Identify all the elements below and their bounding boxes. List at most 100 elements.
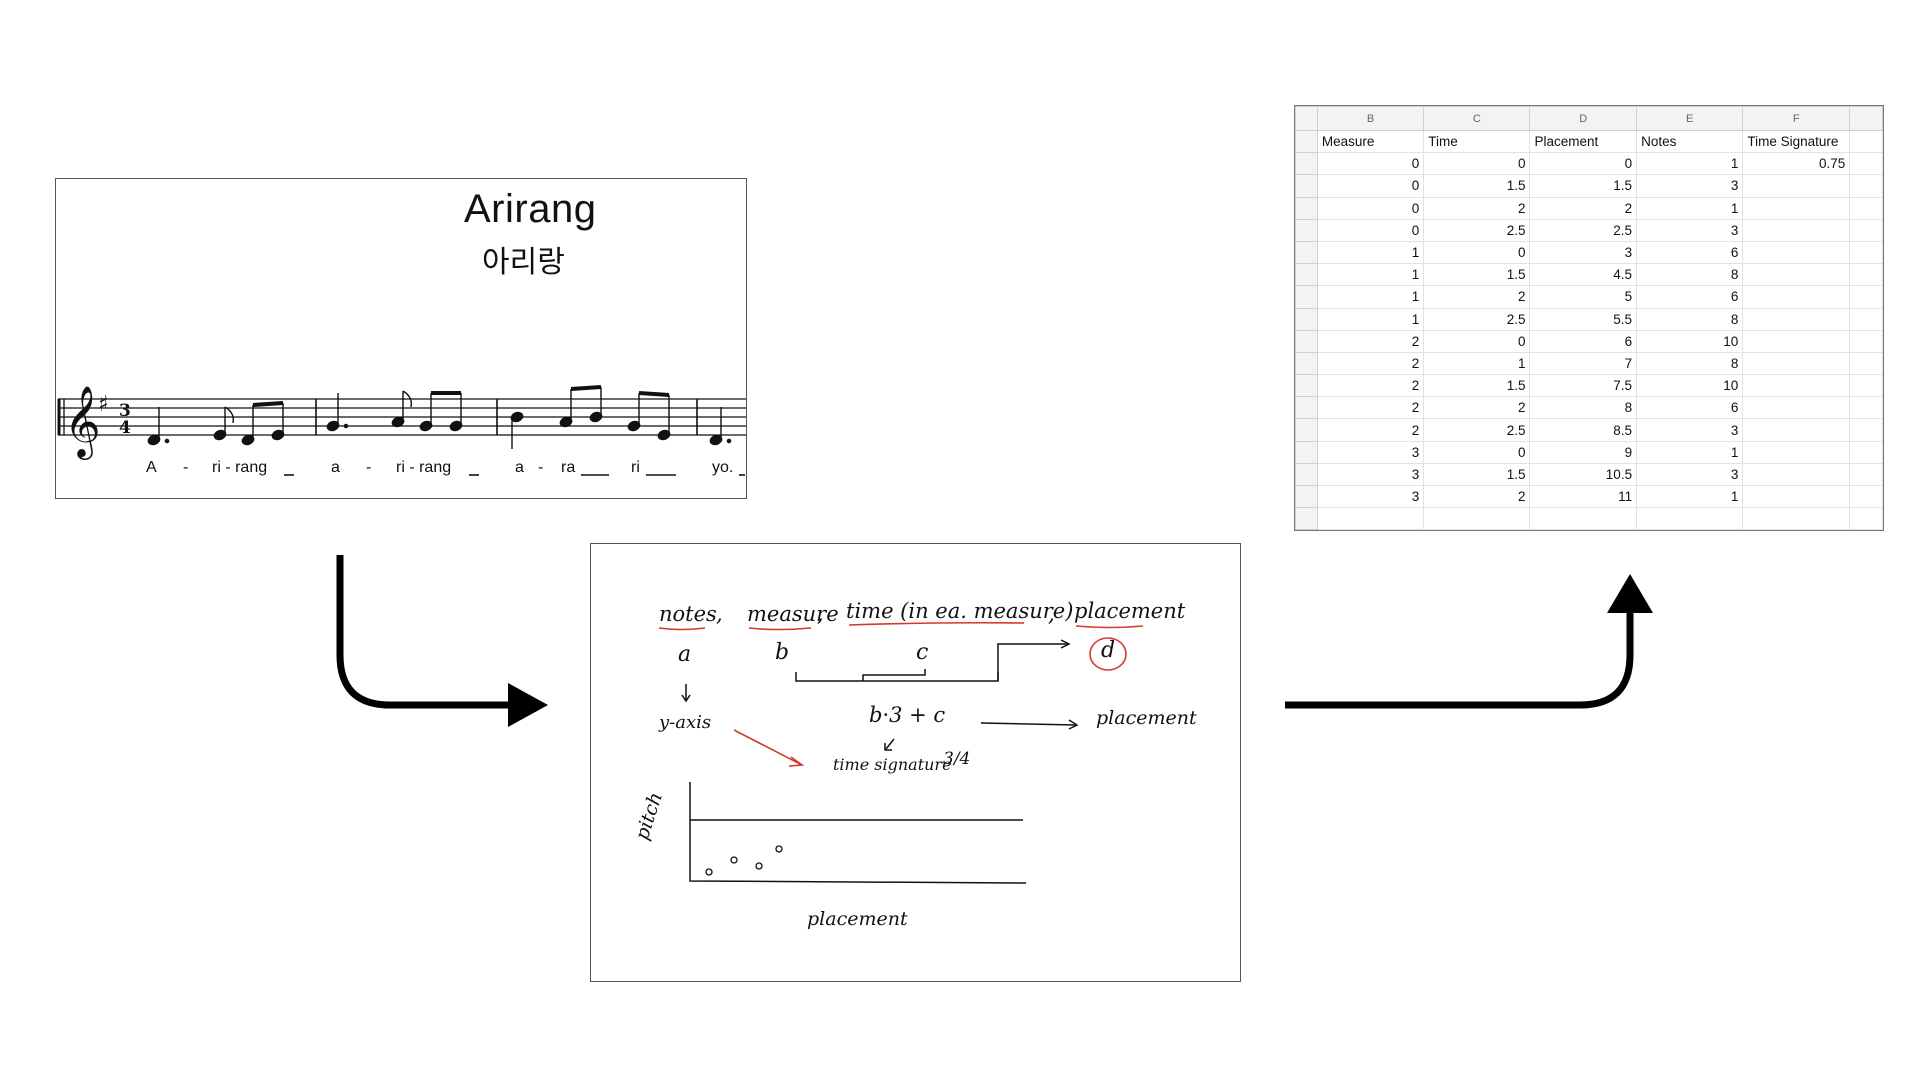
empty-cell[interactable]	[1849, 440, 1883, 464]
table-cell[interactable]	[1742, 374, 1851, 398]
table-cell[interactable]: 8	[1636, 307, 1744, 331]
column-letter-empty[interactable]	[1849, 106, 1883, 131]
row-number[interactable]	[1295, 462, 1318, 487]
row-number[interactable]	[1295, 351, 1318, 376]
empty-cell[interactable]	[1423, 507, 1531, 530]
table-cell[interactable]: 1	[1423, 351, 1531, 376]
empty-cell[interactable]	[1849, 263, 1883, 287]
row-number[interactable]	[1295, 484, 1318, 509]
column-letter[interactable]: E	[1636, 106, 1744, 131]
table-cell[interactable]: 3	[1316, 484, 1425, 509]
header-cell[interactable]: Time Signature	[1742, 129, 1851, 154]
table-cell[interactable]: 1	[1636, 196, 1744, 220]
table-cell[interactable]: 6	[1636, 285, 1744, 309]
table-cell[interactable]: 2.5	[1423, 418, 1531, 442]
column-letter[interactable]: C	[1423, 106, 1531, 131]
table-cell[interactable]: 3	[1636, 174, 1744, 198]
table-cell[interactable]	[1742, 351, 1851, 376]
empty-cell[interactable]	[1849, 351, 1883, 376]
column-letter[interactable]: B	[1316, 106, 1425, 131]
table-cell[interactable]: 0	[1316, 218, 1425, 242]
table-cell[interactable]: 2.5	[1529, 218, 1638, 242]
table-cell[interactable]	[1742, 174, 1851, 198]
table-cell[interactable]: 8	[1529, 396, 1638, 420]
table-cell[interactable]: 0	[1316, 196, 1425, 220]
table-cell[interactable]: 5.5	[1529, 307, 1638, 331]
table-cell[interactable]: 2	[1423, 196, 1531, 220]
table-cell[interactable]: 0	[1529, 152, 1638, 176]
row-number[interactable]	[1295, 285, 1318, 309]
table-cell[interactable]: 6	[1529, 329, 1638, 353]
header-cell[interactable]: Placement	[1529, 129, 1638, 154]
table-cell[interactable]: 1	[1636, 152, 1744, 176]
table-cell[interactable]: 1	[1636, 440, 1744, 464]
table-cell[interactable]: 0	[1423, 329, 1531, 353]
empty-cell[interactable]	[1849, 218, 1883, 242]
table-cell[interactable]	[1742, 462, 1851, 487]
table-cell[interactable]: 11	[1529, 484, 1638, 509]
empty-cell[interactable]	[1849, 374, 1883, 398]
empty-cell[interactable]	[1636, 507, 1744, 530]
table-cell[interactable]: 1	[1316, 263, 1425, 287]
table-cell[interactable]: 0	[1423, 240, 1531, 265]
empty-cell[interactable]	[1849, 507, 1883, 530]
empty-cell[interactable]	[1849, 152, 1883, 176]
empty-cell[interactable]	[1849, 484, 1883, 509]
empty-cell[interactable]	[1849, 418, 1883, 442]
row-number[interactable]	[1295, 218, 1318, 242]
column-letter[interactable]: F	[1742, 106, 1851, 131]
table-cell[interactable]	[1742, 218, 1851, 242]
table-cell[interactable]: 2	[1316, 374, 1425, 398]
header-cell[interactable]: Measure	[1316, 129, 1425, 154]
table-cell[interactable]: 1.5	[1423, 263, 1531, 287]
row-number[interactable]	[1295, 129, 1318, 154]
table-cell[interactable]: 7.5	[1529, 374, 1638, 398]
table-cell[interactable]: 9	[1529, 440, 1638, 464]
table-cell[interactable]: 10.5	[1529, 462, 1638, 487]
row-number[interactable]	[1295, 507, 1318, 530]
table-cell[interactable]: 7	[1529, 351, 1638, 376]
table-cell[interactable]: 1.5	[1423, 174, 1531, 198]
table-cell[interactable]: 0.75	[1742, 152, 1851, 176]
column-letter[interactable]: D	[1529, 106, 1638, 131]
row-number[interactable]	[1295, 152, 1318, 176]
table-cell[interactable]	[1742, 440, 1851, 464]
table-cell[interactable]: 2	[1316, 418, 1425, 442]
table-cell[interactable]: 0	[1316, 174, 1425, 198]
row-number[interactable]	[1295, 196, 1318, 220]
table-cell[interactable]: 1.5	[1423, 374, 1531, 398]
empty-cell[interactable]	[1849, 196, 1883, 220]
table-cell[interactable]: 2	[1316, 351, 1425, 376]
table-cell[interactable]: 2	[1423, 484, 1531, 509]
table-cell[interactable]: 0	[1316, 152, 1425, 176]
empty-cell[interactable]	[1849, 329, 1883, 353]
table-cell[interactable]: 10	[1636, 329, 1744, 353]
empty-cell[interactable]	[1849, 285, 1883, 309]
row-number[interactable]	[1295, 440, 1318, 464]
empty-cell[interactable]	[1849, 129, 1883, 154]
table-cell[interactable]: 1	[1316, 285, 1425, 309]
table-cell[interactable]: 0	[1423, 440, 1531, 464]
table-cell[interactable]: 3	[1636, 218, 1744, 242]
table-cell[interactable]: 2	[1316, 396, 1425, 420]
row-number[interactable]	[1295, 240, 1318, 265]
table-cell[interactable]: 10	[1636, 374, 1744, 398]
table-cell[interactable]: 1.5	[1423, 462, 1531, 487]
table-cell[interactable]: 6	[1636, 240, 1744, 265]
row-number[interactable]	[1295, 418, 1318, 442]
table-cell[interactable]	[1742, 196, 1851, 220]
corner-cell[interactable]	[1295, 106, 1318, 131]
table-cell[interactable]: 5	[1529, 285, 1638, 309]
empty-cell[interactable]	[1849, 240, 1883, 265]
table-cell[interactable]: 8.5	[1529, 418, 1638, 442]
table-cell[interactable]: 2	[1423, 396, 1531, 420]
empty-cell[interactable]	[1849, 396, 1883, 420]
row-number[interactable]	[1295, 329, 1318, 353]
table-cell[interactable]	[1742, 240, 1851, 265]
header-cell[interactable]: Time	[1423, 129, 1531, 154]
table-cell[interactable]	[1742, 329, 1851, 353]
table-cell[interactable]	[1742, 307, 1851, 331]
empty-cell[interactable]	[1849, 307, 1883, 331]
row-number[interactable]	[1295, 374, 1318, 398]
row-number[interactable]	[1295, 396, 1318, 420]
